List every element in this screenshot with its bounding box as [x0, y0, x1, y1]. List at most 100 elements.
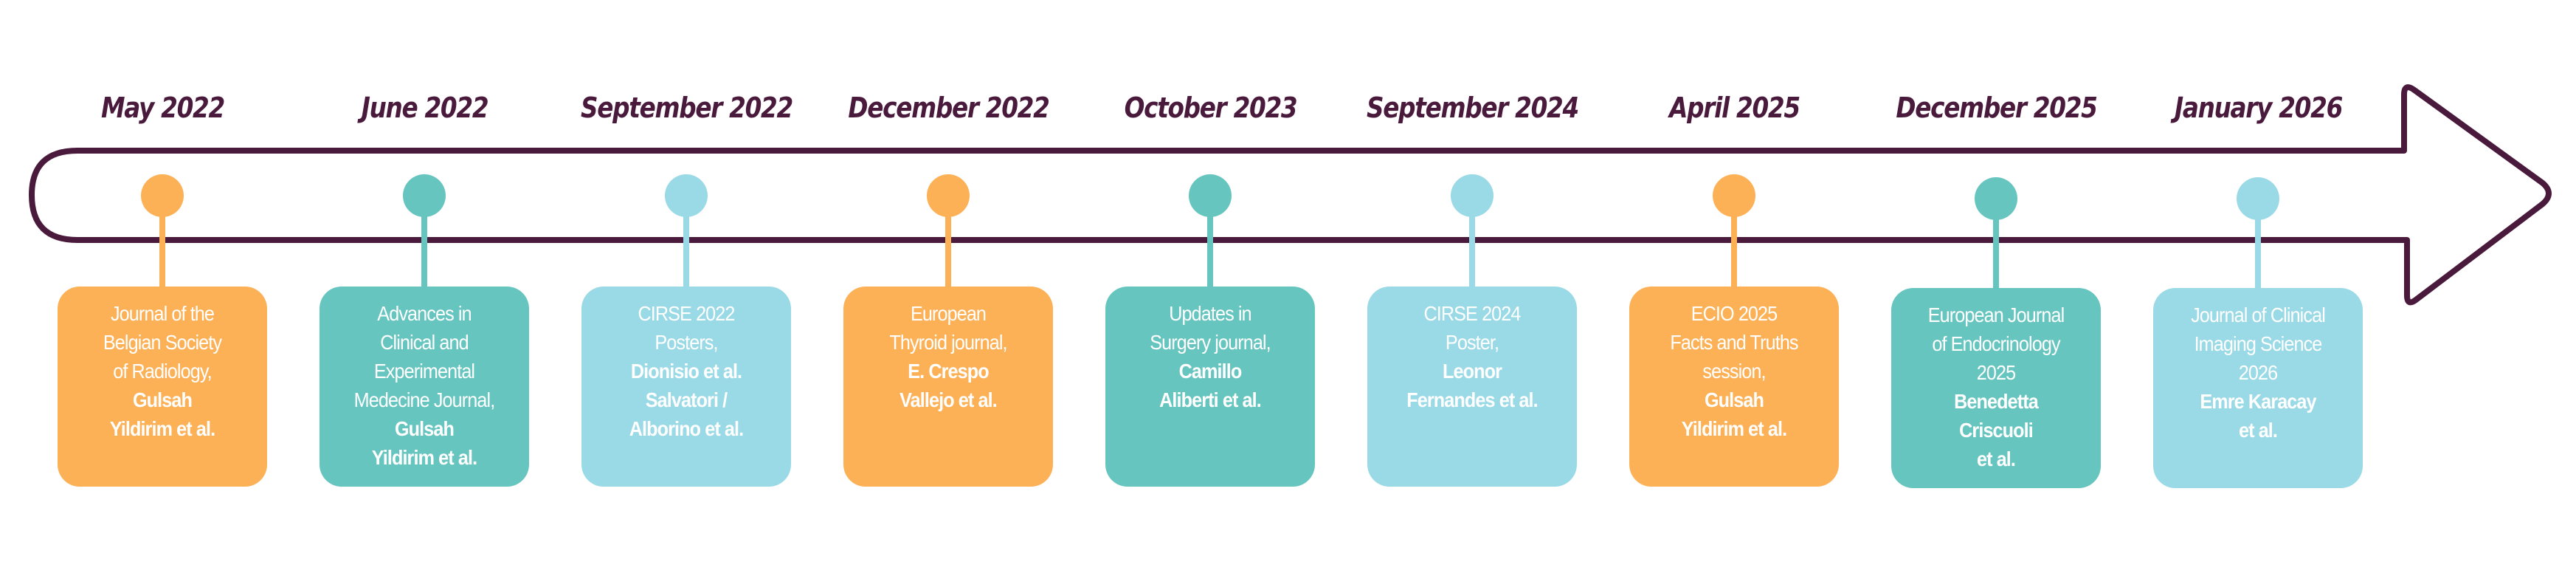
- event-date: December 2022: [848, 92, 1049, 124]
- publication-venue-line: European Journal: [1927, 304, 2065, 326]
- event-marker-dot: [2237, 177, 2279, 220]
- publication-authors-line: Criscuoli: [1959, 419, 2034, 442]
- event-connector-line: [1731, 214, 1737, 288]
- publication-venue-line: CIRSE 2024: [1423, 302, 1521, 325]
- event-marker-dot: [665, 174, 708, 217]
- publication-venue-line: Journal of Clinical: [2191, 304, 2326, 326]
- publication-venue-line: ECIO 2025: [1691, 302, 1778, 325]
- publication-venue-line: of Radiology,: [113, 360, 212, 383]
- publication-venue-line: Advances in: [377, 302, 472, 325]
- publication-venue-line: 2026: [2238, 361, 2278, 384]
- event-connector-line: [2255, 214, 2261, 288]
- event-date: May 2022: [101, 92, 225, 124]
- publication-venue-line: Belgian Society: [103, 331, 222, 354]
- event-date: January 2026: [2174, 92, 2343, 124]
- event-marker-dot: [1189, 174, 1232, 217]
- publication-authors-line: Yildirim et al.: [371, 446, 477, 469]
- publication-authors-line: Salvatori /: [645, 388, 728, 411]
- publication-authors-line: Yildirim et al.: [1681, 417, 1787, 440]
- event-connector-line: [683, 214, 689, 288]
- arrow-outline: [29, 84, 2552, 306]
- publication-authors-line: Fernandes et al.: [1406, 388, 1538, 411]
- event-marker-dot: [141, 174, 184, 217]
- publication-venue-line: 2025: [1976, 361, 2016, 384]
- publication-venue-line: Surgery journal,: [1150, 331, 1271, 354]
- event-marker-dot: [1451, 174, 1494, 217]
- publication-authors-line: Yildirim et al.: [109, 417, 215, 440]
- event-marker-dot: [927, 174, 970, 217]
- publication-venue-line: CIRSE 2022: [638, 302, 735, 325]
- publication-authors-line: Gulsah: [394, 417, 455, 440]
- event-marker-dot: [403, 174, 446, 217]
- publication-venue-line: session,: [1702, 360, 1766, 383]
- publication-venue-line: Facts and Truths: [1670, 331, 1798, 354]
- event-date: December 2025: [1896, 92, 2097, 124]
- event-connector-line: [1993, 214, 1999, 288]
- event-connector-line: [1207, 214, 1213, 288]
- publication-authors-line: Alborino et al.: [629, 417, 744, 440]
- publication-authors-line: Aliberti et al.: [1159, 388, 1262, 411]
- event-date: September 2024: [1367, 92, 1579, 124]
- event-date: June 2022: [361, 92, 489, 124]
- publication-venue-line: Journal of the: [110, 302, 215, 325]
- event-marker-dot: [1713, 174, 1755, 217]
- event-connector-line: [1469, 214, 1475, 288]
- event-date: April 2025: [1669, 92, 1800, 124]
- event-marker-dot: [1975, 177, 2017, 220]
- publication-venue-line: Posters,: [655, 331, 718, 354]
- publication-venue-line: Thyroid journal,: [889, 331, 1007, 354]
- publication-authors-line: E. Crespo: [908, 360, 989, 383]
- publication-venue-line: European: [910, 302, 987, 325]
- publication-authors-line: Camillo: [1178, 360, 1243, 383]
- publication-venue-line: Poster,: [1445, 331, 1499, 354]
- event-connector-line: [945, 214, 951, 288]
- publication-venue-line: Clinical and: [380, 331, 469, 354]
- event-connector-line: [421, 214, 427, 288]
- event-date: September 2022: [581, 92, 793, 124]
- publication-venue-line: of Endocrinology: [1932, 332, 2060, 355]
- publication-authors-line: et al.: [2238, 419, 2278, 442]
- event-date: October 2023: [1124, 92, 1298, 124]
- publication-authors-line: Emre Karacay: [2200, 390, 2316, 413]
- publication-authors-line: et al.: [1976, 448, 2016, 470]
- publication-venue-line: Imaging Science: [2194, 332, 2323, 355]
- publication-venue-line: Updates in: [1169, 302, 1251, 325]
- publication-authors-line: Gulsah: [1704, 388, 1764, 411]
- publication-venue-line: Experimental: [373, 360, 475, 383]
- publication-authors-line: Dionisio et al.: [630, 360, 742, 383]
- publication-authors-line: Leonor: [1442, 360, 1502, 383]
- publication-authors-line: Vallejo et al.: [899, 388, 998, 411]
- publication-authors-line: Benedetta: [1954, 390, 2039, 413]
- publication-venue-line: Medecine Journal,: [353, 388, 496, 411]
- event-connector-line: [159, 214, 165, 288]
- publication-authors-line: Gulsah: [132, 388, 193, 411]
